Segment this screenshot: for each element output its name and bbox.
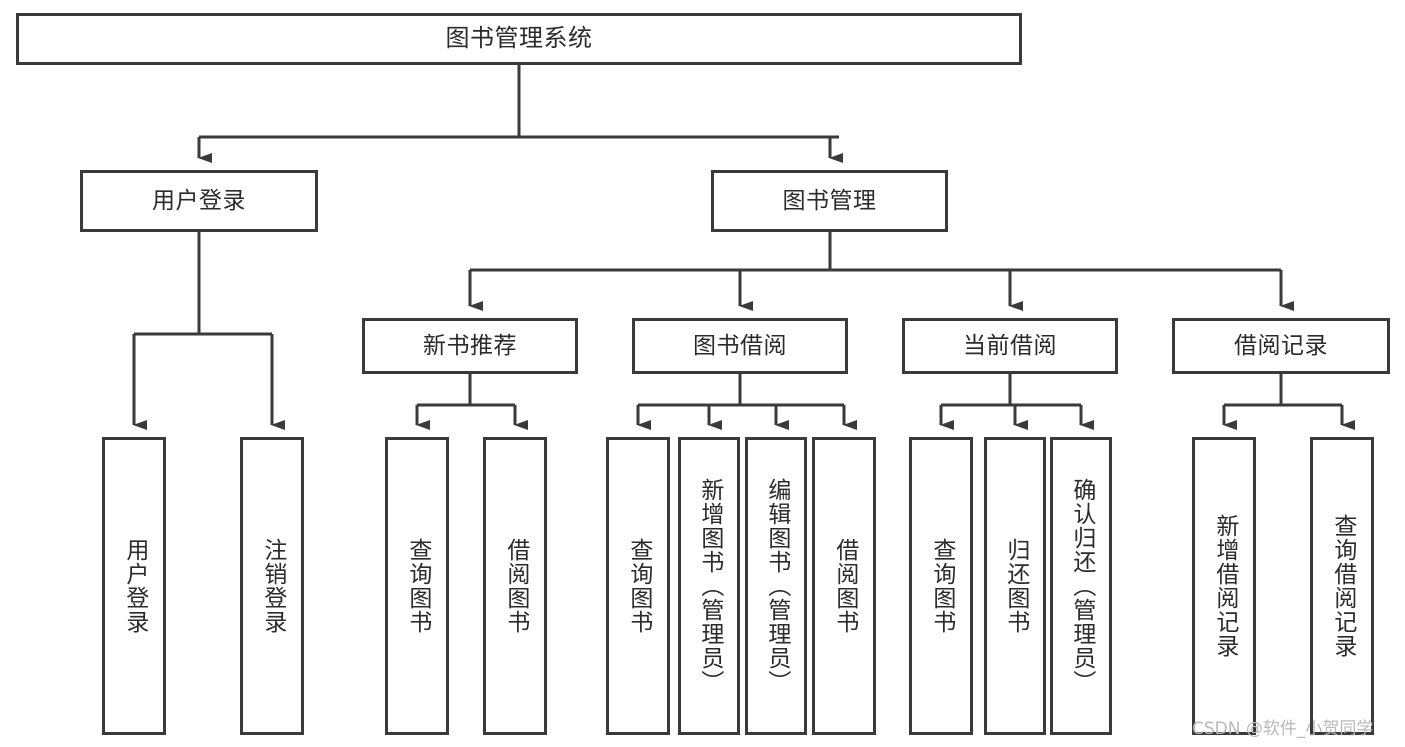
node-label: 新增借阅记录 (1211, 514, 1238, 658)
node-label: 查询借阅记录 (1329, 514, 1356, 658)
node-label: 用户登录 (152, 187, 246, 214)
node-label: 图书管理系统 (445, 24, 593, 53)
node-label: 注销登录 (259, 538, 286, 634)
node-leaf-return-book[interactable]: 归还图书 (984, 437, 1046, 735)
node-label: 确认归还（管理员） (1068, 478, 1095, 694)
node-label: 当前借阅 (963, 332, 1057, 359)
node-current-borrow[interactable]: 当前借阅 (902, 318, 1118, 374)
node-label: 编辑图书（管理员） (763, 478, 790, 694)
node-leaf-query-book-1[interactable]: 查询图书 (385, 437, 449, 735)
node-label: 图书管理 (782, 187, 877, 214)
node-leaf-borrow-book-1[interactable]: 借阅图书 (483, 437, 547, 735)
node-root-system[interactable]: 图书管理系统 (16, 13, 1022, 65)
node-user-login[interactable]: 用户登录 (80, 170, 318, 232)
node-book-manage[interactable]: 图书管理 (711, 170, 948, 232)
node-label: 查询图书 (404, 538, 431, 634)
node-label: 新增图书（管理员） (696, 478, 723, 694)
node-label: 用户登录 (121, 538, 148, 634)
node-label: 借阅记录 (1234, 332, 1328, 359)
node-label: 新书推荐 (423, 332, 517, 359)
node-leaf-user-logout[interactable]: 注销登录 (240, 437, 304, 735)
node-leaf-query-book-2[interactable]: 查询图书 (606, 437, 670, 735)
node-book-borrow[interactable]: 图书借阅 (632, 318, 848, 374)
node-borrow-record[interactable]: 借阅记录 (1172, 318, 1390, 374)
node-label: 归还图书 (1002, 538, 1029, 634)
node-leaf-query-book-3[interactable]: 查询图书 (909, 437, 973, 735)
node-new-book-recommend[interactable]: 新书推荐 (362, 318, 578, 374)
node-leaf-query-borrow-record[interactable]: 查询借阅记录 (1310, 437, 1374, 735)
watermark-text: CSDN @软件_小贺同学 (1192, 719, 1374, 739)
node-leaf-borrow-book-2[interactable]: 借阅图书 (812, 437, 876, 735)
node-leaf-edit-book-admin[interactable]: 编辑图书（管理员） (745, 437, 807, 735)
node-label: 查询图书 (625, 538, 652, 634)
node-label: 借阅图书 (502, 538, 529, 634)
node-label: 查询图书 (928, 538, 955, 634)
node-leaf-add-book-admin[interactable]: 新增图书（管理员） (678, 437, 740, 735)
node-leaf-add-borrow-record[interactable]: 新增借阅记录 (1192, 437, 1256, 735)
node-leaf-user-login[interactable]: 用户登录 (102, 437, 166, 735)
node-label: 图书借阅 (693, 332, 787, 359)
node-leaf-confirm-return-admin[interactable]: 确认归还（管理员） (1050, 437, 1112, 735)
node-label: 借阅图书 (831, 538, 858, 634)
